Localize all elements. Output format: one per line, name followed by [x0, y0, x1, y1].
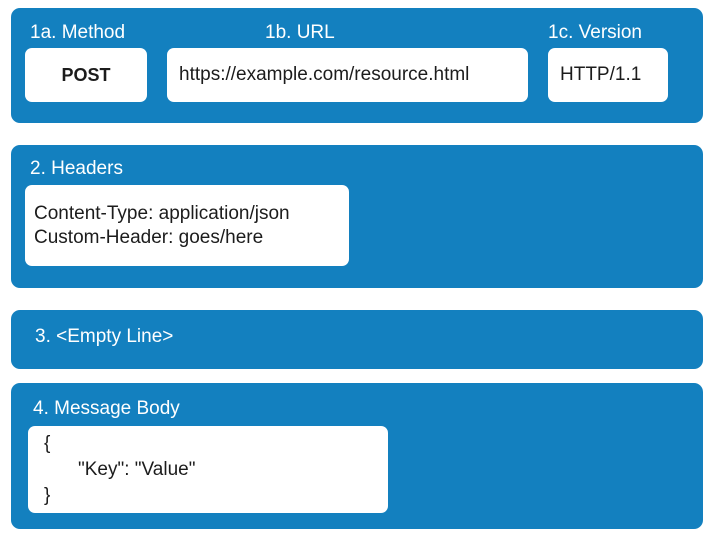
body-line: "Key": "Value": [78, 458, 196, 480]
url-caption: 1b. URL: [265, 22, 335, 43]
version-caption: 1c. Version: [548, 22, 642, 43]
body-line: }: [44, 484, 51, 506]
header-line: Content-Type: application/json: [34, 202, 290, 224]
header-line: Custom-Header: goes/here: [34, 226, 264, 248]
message-body-card[interactable]: { "Key": "Value" }: [28, 426, 388, 513]
url-card[interactable]: https://example.com/resource.html: [167, 48, 528, 102]
method-caption: 1a. Method: [30, 22, 126, 43]
body-line: {: [44, 432, 51, 454]
empty-line-caption: 3. <Empty Line>: [35, 326, 174, 347]
method-value: POST: [61, 65, 111, 85]
version-value: HTTP/1.1: [560, 64, 642, 85]
headers-caption: 2. Headers: [30, 158, 123, 179]
url-value: https://example.com/resource.html: [179, 64, 470, 85]
version-card[interactable]: HTTP/1.1: [548, 48, 668, 102]
method-card[interactable]: POST: [25, 48, 147, 102]
empty-line-section: [11, 310, 703, 369]
headers-card[interactable]: Content-Type: application/json Custom-He…: [25, 185, 349, 266]
message-body-caption: 4. Message Body: [33, 398, 180, 419]
